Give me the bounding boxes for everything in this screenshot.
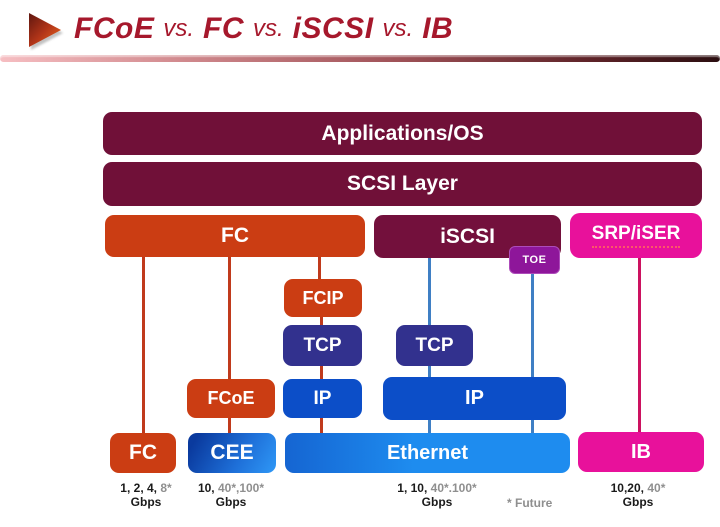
connector-iscsi-to-tcp xyxy=(428,258,431,325)
connector-tcp-to-ip-wide xyxy=(428,366,431,377)
speed-ethernet-unit: Gbps xyxy=(421,495,453,509)
layer-tcp-fcip: TCP xyxy=(283,325,362,366)
speed-label-ethernet: 1, 10, 40*.100* Gbps xyxy=(370,481,504,509)
title-term-iscsi: iSCSI xyxy=(292,12,374,45)
title-divider xyxy=(0,55,720,62)
connector-fc-to-fcoe xyxy=(228,257,231,379)
bullet-triangle-icon xyxy=(29,13,61,47)
layer-fc-bar: FC xyxy=(105,215,365,257)
layer-ethernet: Ethernet xyxy=(285,433,570,473)
speed-fc-values: 1, 2, 4, 8* xyxy=(120,481,172,495)
page-title: FCoE vs. FC vs. iSCSI vs. IB xyxy=(74,6,453,52)
connector-ip-to-ethernet2 xyxy=(428,420,431,433)
speed-ib-unit: Gbps xyxy=(622,495,654,509)
connector-srp-to-ib xyxy=(638,258,641,432)
connector-fc-to-fc xyxy=(142,257,145,433)
layer-tcp-iscsi: TCP xyxy=(396,325,473,366)
srp-iser-label: SRP/iSER xyxy=(591,223,681,248)
connector-fcoe-to-cee xyxy=(228,418,231,433)
connector-toe-to-ip xyxy=(531,272,534,377)
connector-fcip-to-tcp xyxy=(320,317,323,325)
layer-applications-os: Applications/OS xyxy=(103,112,702,155)
title-term-fcoe: FCoE xyxy=(74,12,155,45)
layer-fcip: FCIP xyxy=(284,279,362,317)
layer-scsi: SCSI Layer xyxy=(103,162,702,206)
layer-fc-physical: FC xyxy=(110,433,176,473)
layer-srp-iser: SRP/iSER xyxy=(570,213,702,258)
title-vs: vs. xyxy=(253,15,284,42)
connector-tcp-to-ip xyxy=(320,366,323,379)
speed-ethernet-values: 1, 10, 40*.100* xyxy=(397,481,477,495)
speed-label-ib: 10,20, 40* Gbps xyxy=(582,481,694,509)
speed-cee-values: 10, 40*,100* xyxy=(197,481,265,495)
title-vs: vs. xyxy=(382,15,414,42)
speed-ib-values: 10,20, 40* xyxy=(610,481,666,495)
layer-cee: CEE xyxy=(188,433,276,473)
title-vs: vs. xyxy=(163,15,194,42)
layer-ip-fcip: IP xyxy=(283,379,362,418)
toe-badge: TOE xyxy=(509,246,560,274)
layer-fcoe: FCoE xyxy=(187,379,275,418)
layer-ib: IB xyxy=(578,432,704,472)
speed-label-cee: 10, 40*,100* Gbps xyxy=(183,481,279,509)
future-footnote: * Future xyxy=(507,496,553,510)
connector-ip-to-ethernet xyxy=(320,418,323,433)
layer-ip-iscsi: IP xyxy=(383,377,566,420)
layer-iscsi-bar: iSCSI xyxy=(374,215,561,258)
title-term-fc: FC xyxy=(203,12,244,45)
speed-label-fc: 1, 2, 4, 8* Gbps xyxy=(98,481,194,509)
connector-ip-to-ethernet3 xyxy=(531,420,534,433)
speed-fc-unit: Gbps xyxy=(130,495,162,509)
title-term-ib: IB xyxy=(422,12,454,45)
connector-fc-to-fcip xyxy=(318,257,321,279)
speed-cee-unit: Gbps xyxy=(215,495,247,509)
